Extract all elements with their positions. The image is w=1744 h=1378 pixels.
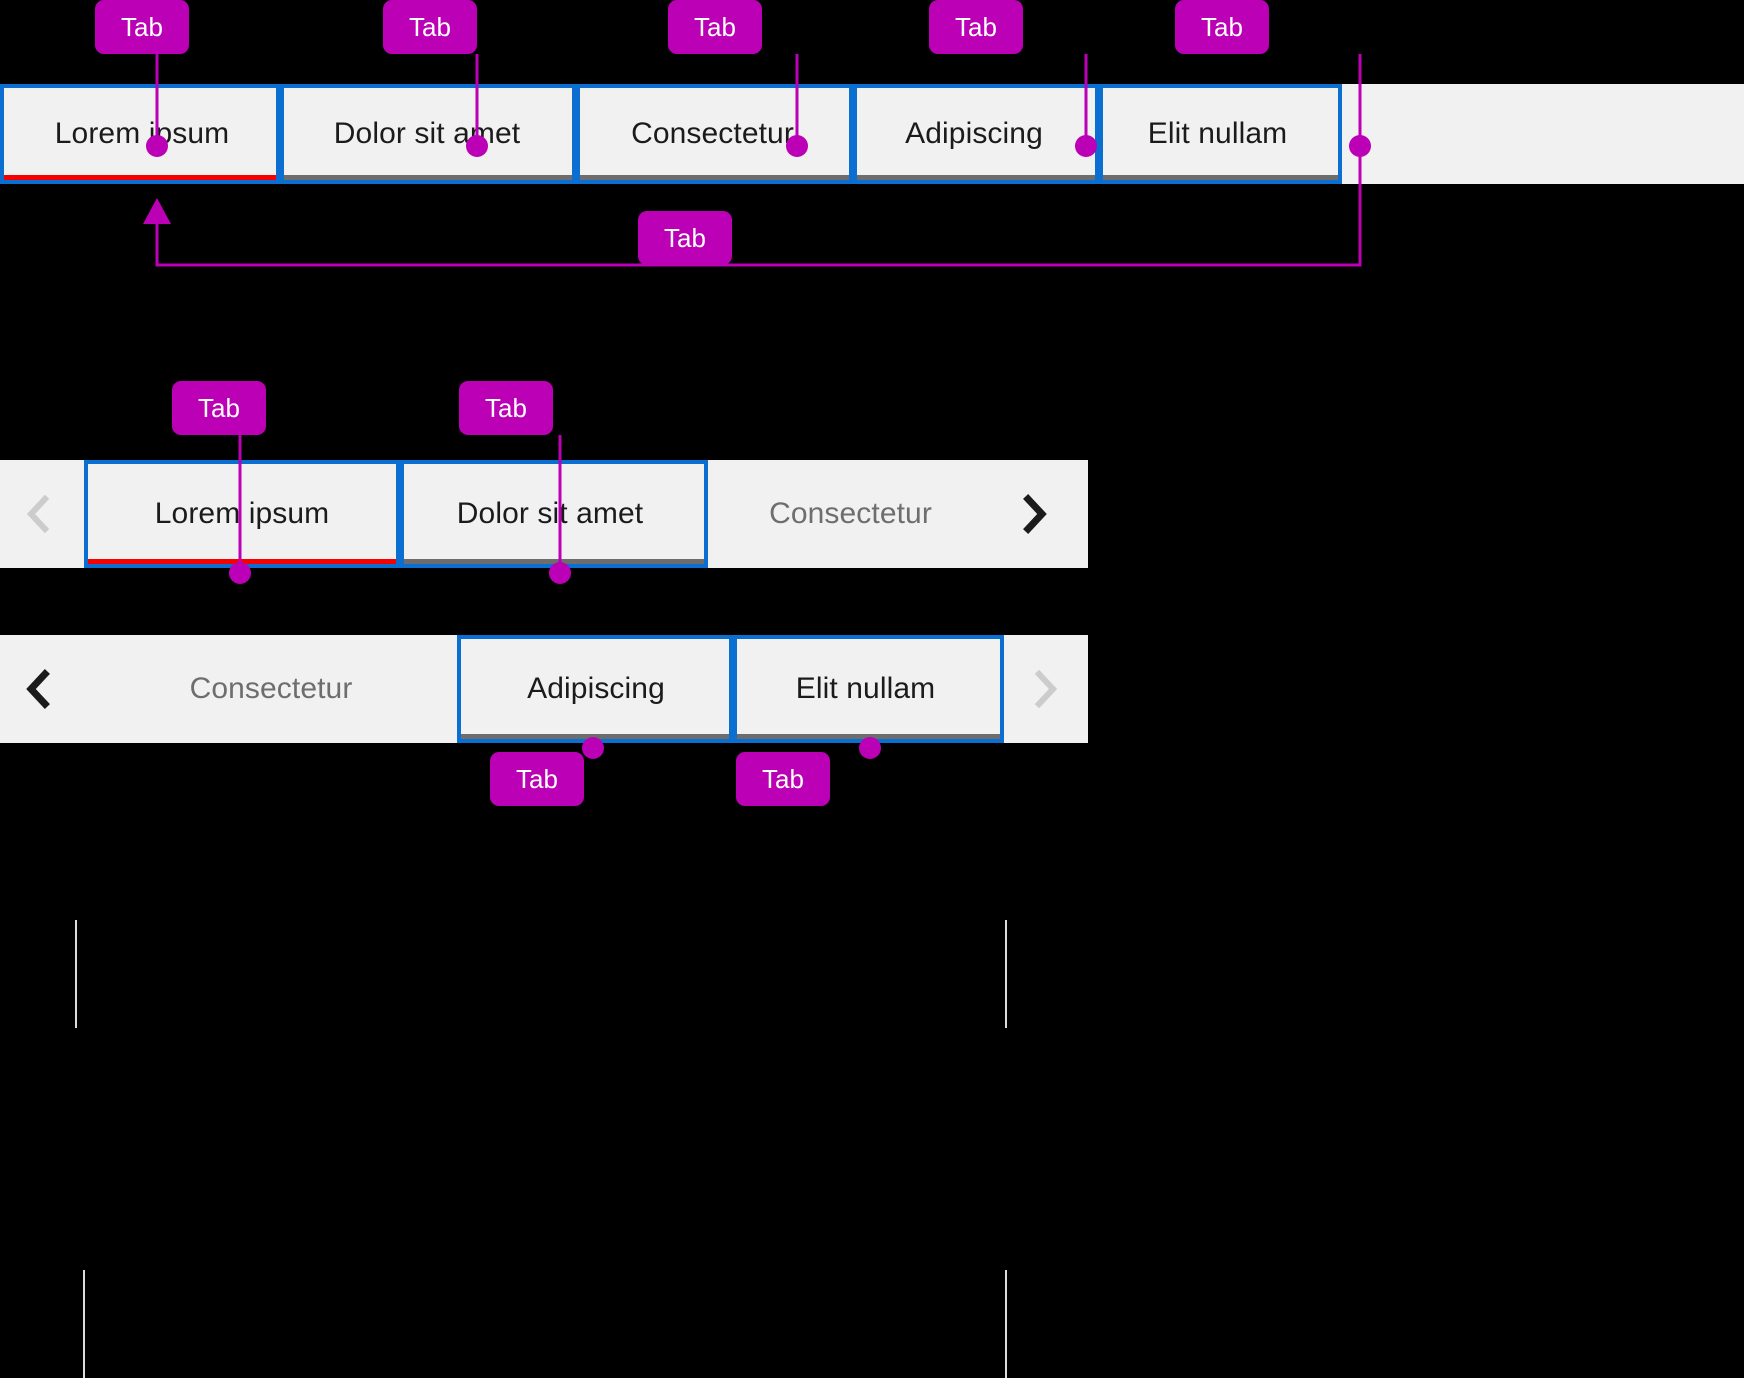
tab-lorem-ipsum-row1[interactable]: Lorem ipsum bbox=[0, 84, 280, 184]
tab-underline bbox=[851, 175, 1097, 180]
tab-elit-nullam-row3[interactable]: Elit nullam bbox=[731, 635, 1004, 743]
tab-label: Lorem ipsum bbox=[54, 117, 230, 150]
annotation-badge: Tab bbox=[638, 211, 732, 265]
arrowhead-row1-wrap bbox=[143, 198, 171, 224]
tab-scroll-prev-separator bbox=[75, 920, 77, 1028]
annotation-badge-label: Tab bbox=[516, 763, 558, 794]
annotation-badge-label: Tab bbox=[762, 763, 804, 794]
annotation-badge: Tab bbox=[1175, 0, 1269, 54]
tab-adipiscing-row3[interactable]: Adipiscing bbox=[457, 635, 731, 743]
tabstrip-empty-space-row1 bbox=[1342, 84, 1744, 184]
tab-scroll-prev-button-row2[interactable] bbox=[0, 460, 75, 568]
tab-selected-underline bbox=[4, 175, 280, 180]
tab-label: Lorem ipsum bbox=[154, 497, 330, 530]
tab-consectetur-row2[interactable]: Consectetur bbox=[708, 460, 993, 568]
annotation-badge-label: Tab bbox=[664, 222, 706, 253]
chevron-left-icon bbox=[26, 494, 49, 534]
annotation-badge-label: Tab bbox=[694, 11, 736, 42]
tab-label: Adipiscing bbox=[905, 117, 1043, 150]
annotation-badge: Tab bbox=[459, 381, 553, 435]
tab-hover-underline bbox=[280, 175, 574, 180]
tab-lorem-ipsum-row2[interactable]: Lorem ipsum bbox=[84, 460, 396, 568]
annotation-badge: Tab bbox=[383, 0, 477, 54]
tab-underline bbox=[574, 175, 851, 180]
annotation-badge-label: Tab bbox=[198, 392, 240, 423]
annotation-badge-label: Tab bbox=[409, 11, 451, 42]
scrollable-tab-strip-page-1: Lorem ipsum Dolor sit amet Consectetur bbox=[0, 460, 1088, 1028]
tab-adipiscing-row1[interactable]: Adipiscing bbox=[851, 84, 1097, 184]
tab-label: Elit nullam bbox=[795, 672, 936, 705]
annotation-badge-label: Tab bbox=[485, 392, 527, 423]
tab-divider-2-3-row1 bbox=[572, 84, 580, 184]
annotation-badge: Tab bbox=[490, 752, 584, 806]
tab-consectetur-row3[interactable]: Consectetur bbox=[85, 635, 457, 743]
tab-scroll-next-button-row3[interactable] bbox=[1004, 635, 1087, 743]
tab-scroll-next-separator bbox=[1005, 1270, 1007, 1378]
annotation-badge: Tab bbox=[172, 381, 266, 435]
tab-scroll-prev-separator bbox=[83, 1270, 85, 1378]
tab-label: Consectetur bbox=[631, 117, 794, 150]
scrollable-tab-strip-page-2: Consectetur Adipiscing Elit nullam bbox=[0, 635, 1088, 1378]
tab-scroll-next-button-row2[interactable] bbox=[993, 460, 1076, 568]
annotation-badge-label: Tab bbox=[955, 11, 997, 42]
tab-label: Dolor sit amet bbox=[333, 117, 521, 150]
tab-underline bbox=[1097, 175, 1338, 180]
annotation-badge: Tab bbox=[668, 0, 762, 54]
tab-dolor-sit-amet-row1[interactable]: Dolor sit amet bbox=[280, 84, 574, 184]
tab-divider-1-2-row1 bbox=[276, 84, 284, 184]
chevron-right-icon bbox=[1022, 494, 1047, 534]
tab-label: Consectetur bbox=[189, 672, 353, 705]
annotation-badge-label: Tab bbox=[1201, 11, 1243, 42]
chevron-right-icon bbox=[1034, 669, 1057, 709]
tab-scroll-prev-button-row3[interactable] bbox=[0, 635, 75, 743]
tab-hover-underline bbox=[396, 559, 704, 564]
annotation-badge: Tab bbox=[929, 0, 1023, 54]
tab-consectetur-row1[interactable]: Consectetur bbox=[574, 84, 851, 184]
tab-divider-3-4-row1 bbox=[849, 84, 857, 184]
tab-dolor-sit-amet-row2[interactable]: Dolor sit amet bbox=[396, 460, 708, 568]
tab-underline bbox=[461, 734, 731, 739]
tab-label: Dolor sit amet bbox=[456, 497, 644, 530]
tab-selected-underline bbox=[88, 559, 396, 564]
tab-divider-4-5-row1 bbox=[1095, 84, 1103, 184]
tab-divider-1-2-row2 bbox=[396, 460, 404, 568]
tab-label: Consectetur bbox=[769, 497, 932, 530]
tab-label: Adipiscing bbox=[527, 672, 665, 705]
tab-scroll-next-separator bbox=[1005, 920, 1007, 1028]
tab-divider-2-3-row3 bbox=[729, 635, 737, 743]
annotation-badge: Tab bbox=[736, 752, 830, 806]
chevron-left-icon bbox=[25, 669, 50, 709]
annotation-badge-label: Tab bbox=[121, 11, 163, 42]
annotation-badge: Tab bbox=[95, 0, 189, 54]
tab-label: Elit nullam bbox=[1147, 117, 1288, 150]
tab-underline bbox=[731, 734, 1000, 739]
tab-elit-nullam-row1[interactable]: Elit nullam bbox=[1097, 84, 1342, 184]
overflow-none-tab-strip: Lorem ipsum Dolor sit amet Consectetur A… bbox=[0, 84, 1744, 184]
